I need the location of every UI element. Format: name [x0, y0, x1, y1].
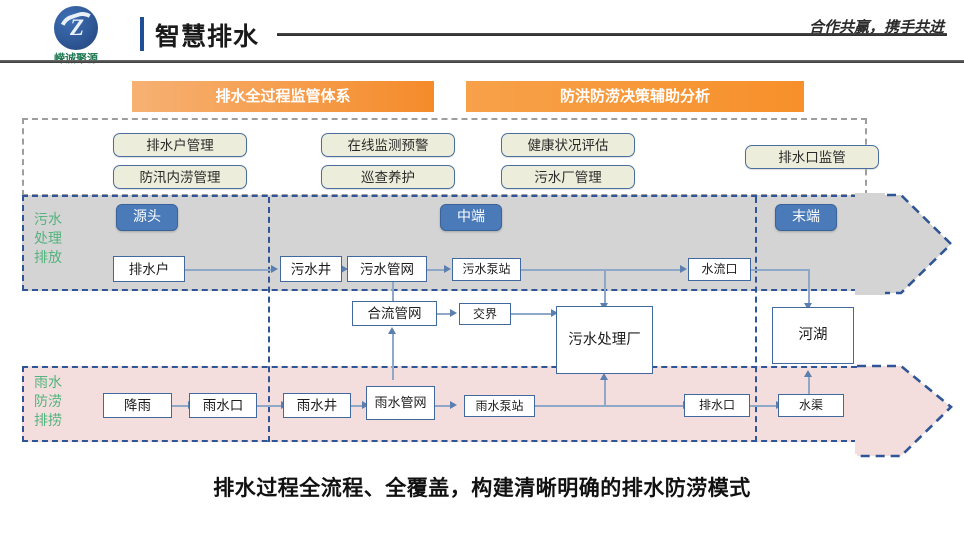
link-stormpipes-to-pump	[435, 405, 451, 407]
stage-badge-middle[interactable]: 中端	[440, 204, 502, 231]
node-sewage-well[interactable]: 污水井	[280, 256, 342, 282]
slide-caption: 排水过程全流程、全覆盖，构建清晰明确的排水防涝模式	[213, 476, 751, 500]
node-stormwater-well[interactable]: 雨水井	[283, 393, 351, 418]
node-sewage-pipe-network[interactable]: 污水管网	[347, 256, 427, 282]
link-pump-to-outflow	[521, 269, 681, 271]
link-stormwell-to-pipes	[351, 405, 363, 407]
stage-divider-source-middle	[268, 197, 270, 442]
stage-divider-middle-terminal	[755, 197, 757, 442]
link-stormpipes-to-combined	[392, 332, 394, 380]
arrow-stormwell-to-pipes-icon	[362, 401, 369, 409]
link-stormpump-to-outfall	[535, 405, 684, 407]
title-accent-bar	[140, 17, 144, 51]
link-junction-to-plant	[511, 313, 553, 315]
node-river-lake[interactable]: 河湖	[772, 307, 854, 364]
node-rain-inlet[interactable]: 雨水口	[189, 393, 257, 418]
arrow-user-to-sewagewell-icon	[271, 265, 278, 273]
arrow-junction-to-plant-icon	[551, 309, 558, 317]
node-sewage-pump-station[interactable]: 污水泵站	[452, 258, 521, 281]
node-stormwater-pump-station[interactable]: 雨水泵站	[464, 395, 535, 417]
banner-flood-decision-analysis: 防洪防涝决策辅助分析	[466, 81, 804, 112]
module-inspection-maintenance[interactable]: 巡查养护	[321, 165, 455, 189]
module-online-monitoring-alert[interactable]: 在线监测预警	[321, 133, 455, 157]
link-pipes-to-combined	[392, 281, 394, 306]
link-inlet-to-stormwell	[257, 405, 282, 407]
band-sewage-arrowhead-icon	[855, 193, 953, 295]
arrow-canal-to-lake-icon	[804, 370, 812, 377]
arrow-stormpipes-to-combined-icon	[388, 327, 396, 334]
node-wastewater-treatment-plant[interactable]: 污水处理厂	[556, 306, 653, 374]
header-tagline: 合作共赢，携手共进	[808, 18, 944, 36]
node-outfall[interactable]: 排水口	[684, 394, 750, 417]
module-health-status-assessment[interactable]: 健康状况评估	[501, 133, 635, 157]
arrow-combined-to-junction-icon	[450, 309, 457, 317]
link-outflow-to-lake-h	[751, 269, 809, 271]
node-combined-pipe-network[interactable]: 合流管网	[352, 301, 437, 326]
arrow-pump-to-outflow-icon	[680, 265, 687, 273]
company-logo: Z 嵘诚聚源	[40, 6, 112, 65]
arrow-pipes-to-pump-icon	[444, 265, 451, 273]
module-flood-waterlogging-management[interactable]: 防汛内涝管理	[113, 165, 247, 189]
logo-circle-icon: Z	[54, 6, 98, 50]
node-rainfall[interactable]: 降雨	[103, 393, 172, 418]
arrow-stormpump-to-plant-icon	[600, 373, 608, 380]
node-water-outflow[interactable]: 水流口	[688, 258, 751, 281]
module-drainage-user-management[interactable]: 排水户管理	[113, 133, 247, 157]
band-sewage-label: 污水 处理 排放	[34, 213, 62, 266]
arrow-sewagewell-to-pipes-icon	[341, 265, 348, 273]
header-rule	[277, 33, 947, 36]
link-outflow-to-lake-v	[808, 269, 810, 307]
link-outfall-to-canal	[750, 405, 777, 407]
link-user-to-sewagewell	[185, 269, 272, 271]
page-title: 智慧排水	[155, 22, 260, 51]
link-stormpump-to-plant	[604, 378, 606, 406]
link-canal-to-lake	[808, 375, 810, 403]
node-junction[interactable]: 交界	[459, 303, 511, 325]
module-outfall-supervision[interactable]: 排水口监管	[745, 145, 879, 169]
stage-badge-terminal[interactable]: 末端	[775, 204, 837, 231]
logo-company-name: 嵘诚聚源	[54, 52, 98, 65]
link-combined-to-junction	[437, 313, 451, 315]
banner-supervision-system: 排水全过程监管体系	[132, 81, 434, 112]
node-drainage-user[interactable]: 排水户	[113, 256, 185, 282]
band-storm-arrowhead-icon	[855, 364, 953, 458]
link-rain-to-inlet	[172, 405, 189, 407]
arrow-outflow-to-lake-icon	[804, 303, 812, 310]
link-pipes-to-pump	[427, 269, 445, 271]
module-wastewater-plant-management[interactable]: 污水厂管理	[501, 165, 635, 189]
stage-badge-source[interactable]: 源头	[116, 204, 178, 231]
header-underline	[0, 60, 964, 63]
arrow-stormpipes-to-pump-icon	[450, 401, 457, 409]
logo-z-mark: Z	[69, 15, 85, 40]
node-stormwater-pipe-network[interactable]: 雨水管网	[366, 386, 435, 420]
link-pump-to-plant	[604, 269, 606, 307]
node-water-canal[interactable]: 水渠	[778, 394, 844, 417]
band-storm-label: 雨水 防涝 排捞	[34, 376, 62, 429]
